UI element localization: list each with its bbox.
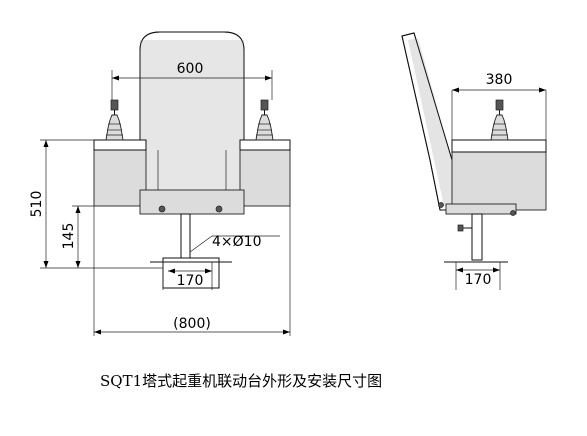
- side-view: [401, 32, 547, 290]
- side-bolt-left: [438, 202, 444, 208]
- dim-145: 145: [61, 223, 77, 250]
- side-post: [471, 213, 483, 261]
- side-adjust-knob: [457, 224, 464, 232]
- dim-holes: 4×Ø10: [212, 234, 261, 250]
- dim-170-side: 170: [465, 272, 492, 288]
- side-bolt-right: [510, 210, 516, 216]
- side-dimensions: 380 170: [452, 72, 546, 288]
- bolt-right: [215, 205, 223, 213]
- dim-380: 380: [486, 72, 513, 88]
- front-dimensions: 600 510 145 4×Ø10 170 (800): [29, 61, 291, 336]
- drawing-caption: SQT1塔式起重机联动台外形及安装尺寸图: [100, 372, 382, 390]
- side-console-top: [451, 139, 547, 153]
- side-joystick: [490, 99, 509, 141]
- front-view: [93, 31, 291, 290]
- bolt-left: [158, 205, 166, 213]
- left-joystick: [105, 99, 124, 141]
- dim-510: 510: [29, 191, 45, 218]
- right-joystick: [255, 99, 274, 141]
- dim-170-front: 170: [177, 273, 204, 289]
- right-console-top: [239, 139, 291, 151]
- base-plate: [162, 257, 220, 289]
- dim-600: 600: [177, 61, 204, 77]
- side-seat-base: [445, 203, 517, 215]
- seat-cushion: [139, 189, 245, 215]
- right-console: [239, 139, 291, 207]
- backrest-shading: [140, 40, 244, 190]
- dim-800: (800): [173, 316, 211, 332]
- left-console-top: [93, 139, 147, 151]
- support-post: [180, 213, 191, 261]
